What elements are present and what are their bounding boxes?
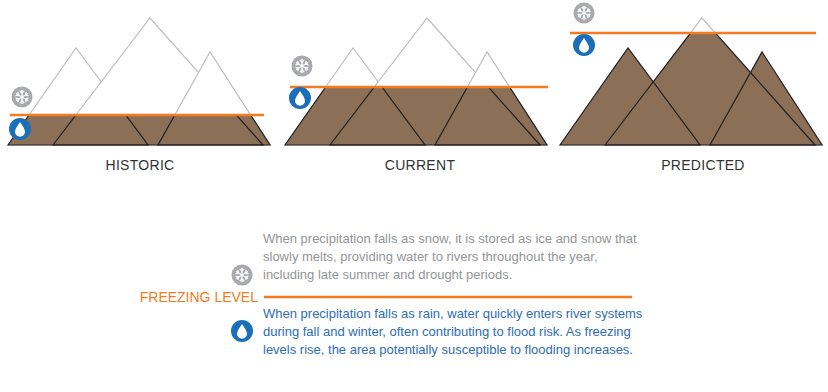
- freezing-line: [10, 114, 264, 117]
- rain-icon: [9, 118, 31, 140]
- mountain-edge: [560, 33, 822, 145]
- mountain-outline: [285, 18, 547, 145]
- legend-entry: FREEZING LEVEL: [140, 288, 258, 306]
- legend-title: FREEZING LEVEL: [140, 288, 258, 306]
- legend-entry: When precipitation falls as rain, water …: [263, 305, 643, 359]
- mountain-edge: [285, 87, 547, 145]
- snow-icon: [12, 87, 33, 108]
- panel-label: PREDICTED: [593, 157, 813, 173]
- rain-icon: [231, 320, 253, 342]
- mountain-panel: [285, 18, 547, 145]
- ground-fill: [285, 87, 547, 145]
- mountain-outline: [560, 18, 822, 145]
- label-holder: CURRENT: [310, 157, 530, 173]
- mountain-outline: [8, 18, 270, 145]
- label-holder: PREDICTED: [593, 157, 813, 173]
- ground-fill: [560, 33, 822, 145]
- panel-label: HISTORIC: [30, 157, 250, 173]
- mountain-edge: [8, 115, 270, 145]
- legend-entry: When precipitation falls as snow, it is …: [263, 230, 643, 284]
- snow-icon: [292, 56, 313, 77]
- freezing-line: [570, 32, 816, 35]
- snow-icon: [232, 265, 253, 286]
- label-holder: HISTORIC: [30, 157, 250, 173]
- mountain-panel: [8, 18, 270, 145]
- ground-fill: [8, 115, 270, 145]
- freezing-line: [290, 86, 548, 89]
- legend-text: When precipitation falls as rain, water …: [263, 305, 643, 359]
- snow-icon: [574, 3, 595, 24]
- rain-icon: [573, 34, 595, 56]
- mountain-panel: [560, 18, 822, 145]
- panel-label: CURRENT: [310, 157, 530, 173]
- rain-icon: [289, 87, 311, 109]
- legend-text: When precipitation falls as snow, it is …: [263, 230, 643, 284]
- freezing-line: [264, 296, 632, 299]
